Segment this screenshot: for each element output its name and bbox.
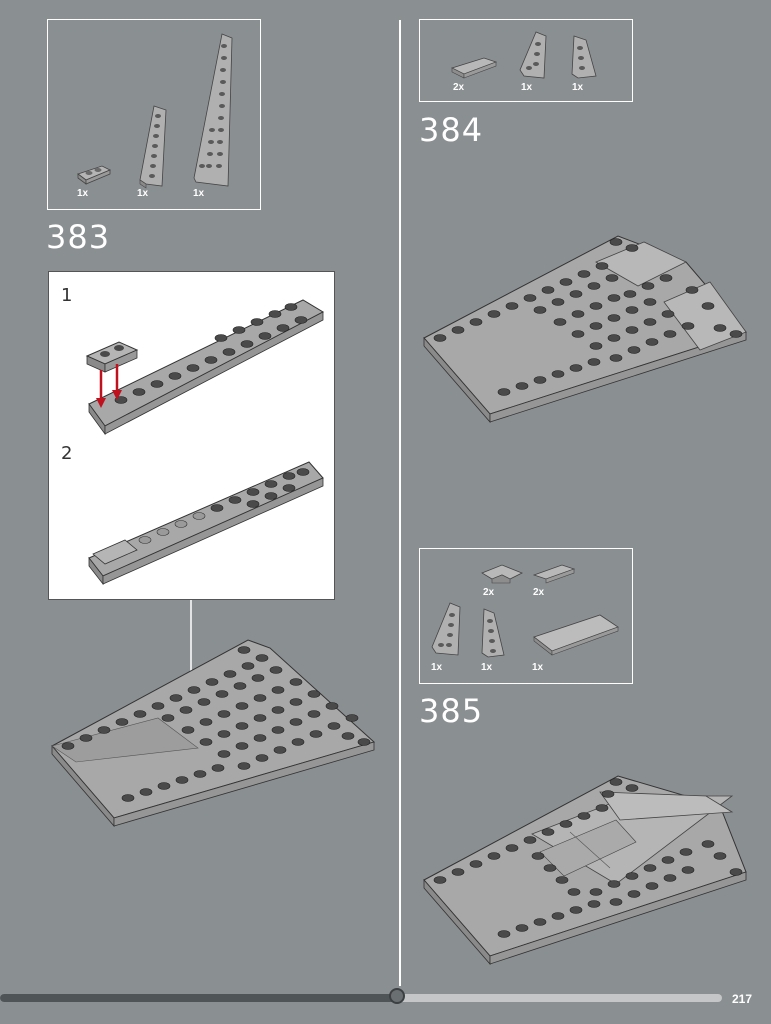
substep-1-diagram bbox=[85, 299, 325, 436]
part-tile-1x4-icon bbox=[450, 57, 498, 79]
step-385-model bbox=[423, 775, 747, 966]
progress-knob bbox=[389, 988, 405, 1004]
part-tile-2x6-icon bbox=[533, 614, 619, 656]
part-wedge-plate-right-icon bbox=[481, 608, 505, 658]
part-plate-1x2-icon bbox=[77, 165, 111, 185]
part-qty: 1x bbox=[193, 188, 205, 199]
parts-box-383: 1x 1x 1x bbox=[47, 19, 261, 210]
part-wedge-plate-left-icon bbox=[431, 602, 461, 656]
parts-box-384: 2x 1x 1x bbox=[419, 19, 633, 102]
step-number-385: 385 bbox=[419, 692, 484, 730]
progress-fill bbox=[0, 994, 397, 1002]
part-qty: 1x bbox=[77, 188, 89, 199]
substep-number-1: 1 bbox=[61, 285, 73, 306]
part-qty: 1x bbox=[137, 188, 149, 199]
part-qty: 1x bbox=[431, 662, 443, 673]
step-383-model bbox=[51, 639, 375, 828]
part-tile-corner-icon bbox=[481, 564, 523, 584]
part-qty: 2x bbox=[483, 587, 495, 598]
sub-assembly-box: 1 2 bbox=[48, 271, 335, 600]
part-qty: 1x bbox=[481, 662, 493, 673]
part-qty: 1x bbox=[572, 82, 584, 93]
part-wedge-plate-right-icon bbox=[571, 35, 597, 79]
step-number-383: 383 bbox=[46, 218, 111, 256]
part-qty: 2x bbox=[533, 587, 545, 598]
part-wedge-plate-small-icon bbox=[139, 105, 167, 189]
column-divider bbox=[399, 20, 401, 986]
page-number: 217 bbox=[731, 992, 752, 1006]
part-tile-1x3-icon bbox=[532, 564, 576, 584]
step-number-384: 384 bbox=[419, 111, 484, 149]
part-qty: 2x bbox=[453, 82, 465, 93]
substep-number-2: 2 bbox=[61, 443, 73, 464]
substep-2-diagram bbox=[88, 461, 324, 586]
parts-box-385: 2x 2x 1x 1x 1x bbox=[419, 548, 633, 684]
step-384-model bbox=[423, 235, 747, 424]
part-wedge-plate-large-icon bbox=[193, 33, 233, 187]
part-qty: 1x bbox=[521, 82, 533, 93]
part-qty: 1x bbox=[532, 662, 544, 673]
part-wedge-plate-left-icon bbox=[519, 31, 547, 79]
